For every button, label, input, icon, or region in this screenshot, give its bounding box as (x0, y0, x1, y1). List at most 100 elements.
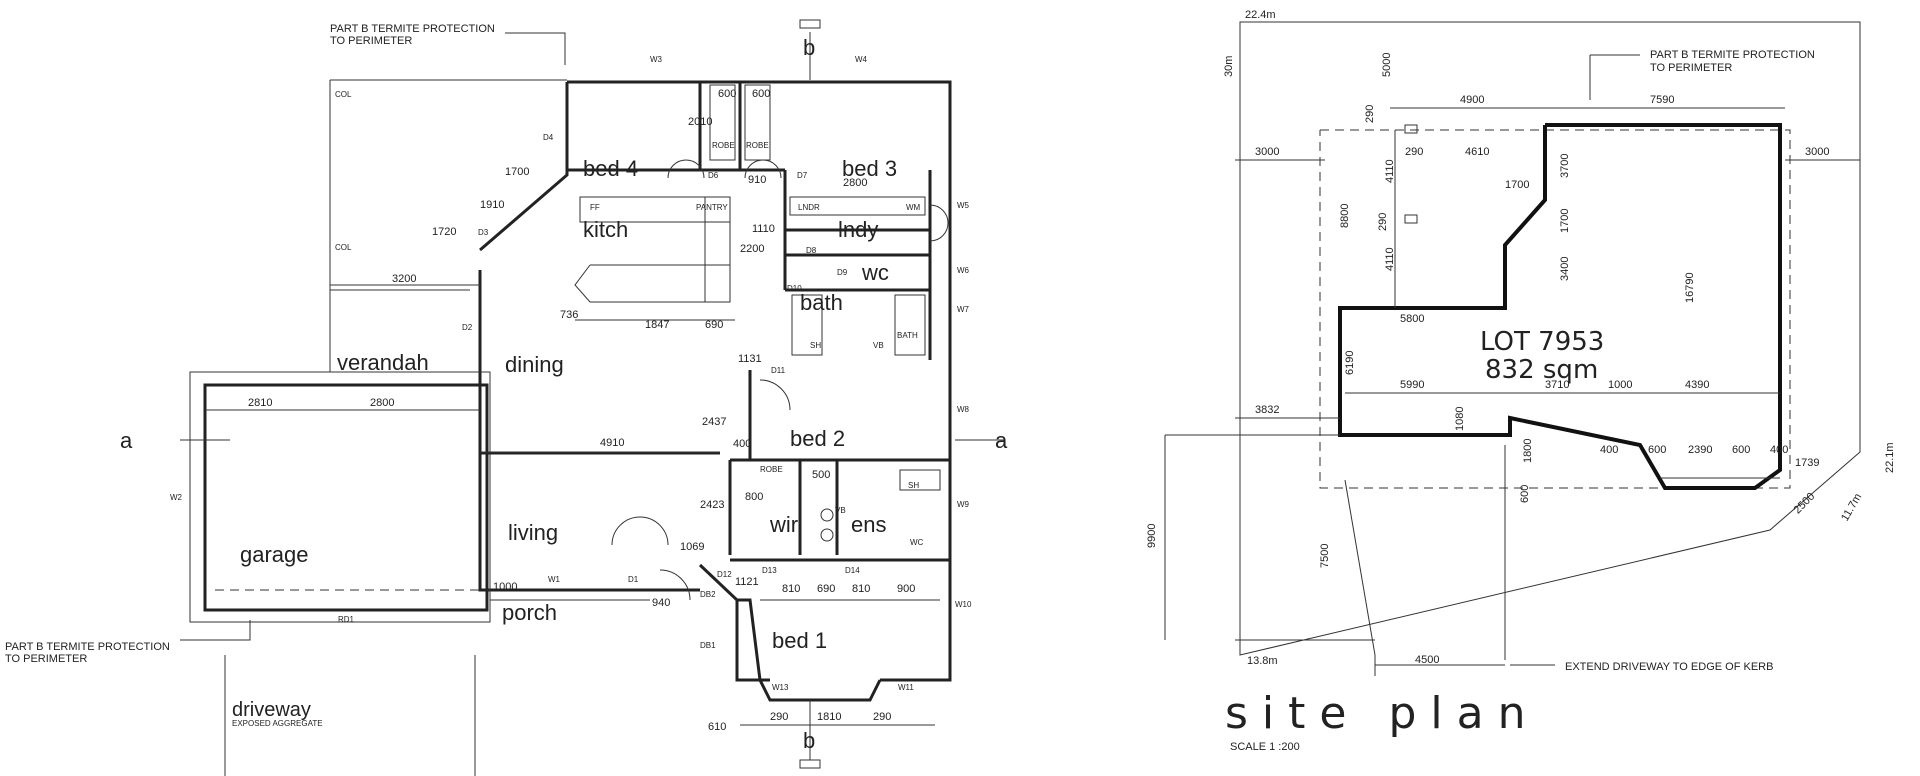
tag-d11: D11 (771, 366, 786, 375)
section-mark-a-right: a (995, 428, 1008, 453)
fixture-ff: FF (590, 203, 600, 212)
site-dim-400a: 400 (1600, 444, 1618, 456)
fixture-robe-1: ROBE (712, 141, 735, 150)
boundary-diag: 11.7m (1839, 492, 1864, 524)
dim-1910: 1910 (480, 199, 504, 211)
dim-1131: 1131 (738, 353, 762, 365)
dim-940: 940 (652, 597, 670, 609)
room-label-living: living (508, 520, 558, 545)
dim-910: 910 (748, 174, 766, 186)
site-dim-290c: 290 (1377, 213, 1389, 231)
lot-number: LOT 7953 (1480, 327, 1604, 357)
floor-plan: bed 4 bed 3 kitch lndy wc bath dining ve… (5, 19, 1008, 776)
tag-d12: D12 (717, 570, 732, 579)
dim-400: 400 (733, 438, 751, 450)
tag-d4: D4 (543, 133, 554, 142)
site-dim-3400: 3400 (1559, 257, 1571, 281)
fixture-pantry: PANTRY (696, 203, 728, 212)
tag-d14: D14 (845, 566, 860, 575)
dim-690b: 690 (817, 583, 835, 595)
site-dim-1700b: 1700 (1559, 209, 1571, 233)
room-label-verandah: verandah (337, 350, 429, 375)
tag-rd1: RD1 (338, 615, 355, 624)
tag-d13: D13 (762, 566, 777, 575)
site-dim-4390: 4390 (1685, 379, 1709, 391)
site-termite-line1: PART B TERMITE PROTECTION (1650, 49, 1815, 61)
site-dim-7500: 7500 (1319, 544, 1331, 568)
room-label-bed2: bed 2 (790, 426, 845, 451)
boundary-right: 22.1m (1884, 442, 1896, 473)
dim-3200: 3200 (392, 273, 416, 285)
dim-900: 900 (897, 583, 915, 595)
dim-2437: 2437 (702, 416, 726, 428)
tag-w5: W5 (957, 201, 970, 210)
tag-w7: W7 (957, 305, 970, 314)
dim-600b: 600 (752, 88, 770, 100)
site-dim-400b: 400 (1770, 444, 1788, 456)
site-dim-1739: 1739 (1795, 457, 1819, 469)
house-footprint (1338, 123, 1782, 490)
site-dim-7590: 7590 (1650, 94, 1674, 106)
tag-w6: W6 (957, 266, 970, 275)
room-label-porch: porch (502, 600, 557, 625)
site-dim-4900: 4900 (1460, 94, 1484, 106)
site-dim-8800: 8800 (1339, 204, 1351, 228)
site-extend-driveway: EXTEND DRIVEWAY TO EDGE OF KERB (1565, 661, 1773, 673)
room-label-wir: wir (769, 512, 798, 537)
fixture-col-1: COL (335, 90, 352, 99)
dim-610: 610 (708, 721, 726, 733)
fixture-wm: WM (906, 203, 921, 212)
site-dim-3832: 3832 (1255, 404, 1279, 416)
site-dim-6190: 6190 (1344, 351, 1356, 375)
site-dim-4110b: 4110 (1384, 247, 1396, 271)
site-termite-line2: TO PERIMETER (1650, 62, 1732, 74)
tag-w11: W11 (898, 683, 914, 692)
tag-w3: W3 (650, 55, 663, 64)
fixture-robe-3: ROBE (760, 465, 783, 474)
site-dim-600c: 600 (1519, 485, 1531, 503)
lot-boundary (1239, 21, 1861, 656)
floor-plan-walls (180, 19, 1005, 776)
tag-d6: D6 (708, 171, 719, 180)
site-dim-3710: 3710 (1545, 379, 1569, 391)
tag-d3: D3 (478, 228, 489, 237)
dim-1110: 1110 (752, 223, 775, 235)
room-label-bath: bath (800, 290, 843, 315)
fixture-sh-1: SH (810, 341, 821, 350)
dim-736: 736 (560, 309, 578, 321)
room-label-bed1: bed 1 (772, 628, 827, 653)
dim-2800b: 2800 (370, 397, 394, 409)
room-label-garage: garage (240, 542, 309, 567)
tag-w4: W4 (855, 55, 868, 64)
boundary-left: 30m (1223, 56, 1235, 77)
site-dim-16790: 16790 (1684, 272, 1696, 303)
driveway-sublabel: EXPOSED AGGREGATE (232, 719, 323, 728)
tag-w9: W9 (957, 500, 970, 509)
fixture-wc: WC (910, 538, 924, 547)
site-dim-9900: 9900 (1146, 524, 1158, 548)
dim-600a: 600 (718, 88, 736, 100)
termite-note-top-line2: TO PERIMETER (330, 35, 412, 47)
room-label-bed4: bed 4 (583, 156, 638, 181)
dim-810b: 810 (852, 583, 870, 595)
section-mark-a-left: a (120, 428, 133, 453)
dim-290a: 290 (770, 711, 788, 723)
room-label-ens: ens (851, 512, 886, 537)
fixture-robe-2: ROBE (746, 141, 769, 150)
termite-note-top-line1: PART B TERMITE PROTECTION (330, 23, 495, 35)
site-dim-1080: 1080 (1454, 407, 1466, 431)
room-label-lndy: lndy (838, 217, 878, 242)
room-label-bed3: bed 3 (842, 156, 897, 181)
fixture-vb-2: VB (835, 506, 846, 515)
opening-tags: W3 W4 W5 W6 W7 W8 W9 W10 W2 W1 D4 D3 D2 … (170, 55, 972, 692)
room-label-dining: dining (505, 352, 564, 377)
dim-500: 500 (812, 469, 830, 481)
site-plan-scale: SCALE 1 :200 (1230, 741, 1300, 753)
fixture-bath: BATH (897, 331, 918, 340)
lot-area: 832 sqm (1485, 355, 1598, 385)
site-dim-2390: 2390 (1688, 444, 1712, 456)
dim-1700: 1700 (505, 166, 529, 178)
dim-1000: 1000 (493, 581, 517, 593)
tag-db1: DB1 (700, 641, 716, 650)
